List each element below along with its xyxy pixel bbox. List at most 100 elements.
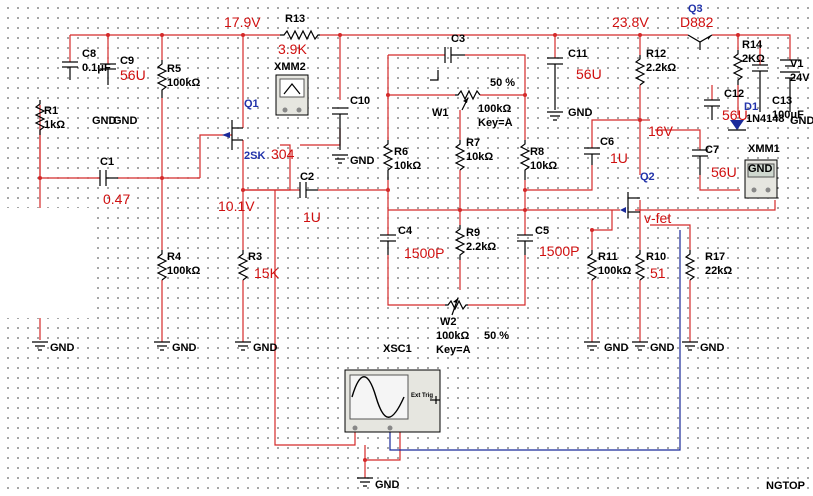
r14-ref: R14 [742, 39, 763, 51]
blank-overlay [0, 208, 92, 318]
q2-ref: Q2 [640, 171, 655, 183]
w2-value: 100kΩ [436, 330, 469, 342]
gnd-label-c11: GND [568, 107, 593, 119]
w1-key: Key=A [478, 117, 513, 129]
annotations: 17.9V 23.8V D882 3.9K 56U 56U 2SK 304 0.… [103, 14, 748, 281]
instruments [275, 74, 778, 433]
semiconductors [222, 34, 800, 218]
gnd-label-r10: GND [650, 342, 675, 354]
w2-key: Key=A [436, 344, 471, 356]
gnd-label-scope: GND [375, 479, 400, 491]
r17-ref: R17 [705, 251, 725, 263]
annotation-d882: D882 [680, 14, 714, 30]
r3-ref: R3 [248, 251, 262, 263]
gnd-label-c9: GND [113, 115, 138, 127]
c8-ref: C8 [82, 48, 96, 60]
d1-ref: D1 [744, 101, 758, 113]
r1-value: 1kΩ [44, 119, 65, 131]
annotation-xmm2-reading: 304 [271, 146, 295, 162]
r5-value: 100kΩ [167, 77, 200, 89]
component-labels: C8 0.1μF C9 R1 1kΩ C1 R5 100kΩ R4 100kΩ … [44, 13, 810, 492]
r7-ref: R7 [466, 137, 480, 149]
annotation-r10-value: 51 [650, 265, 666, 281]
r12-value: 2.2kΩ [646, 62, 676, 74]
capacitors [62, 47, 768, 255]
c2-ref: C2 [300, 171, 314, 183]
q1-ref: Q1 [244, 98, 259, 110]
annotation-v-fet: v-fet [644, 210, 671, 226]
c8-value: 0.1μF [82, 62, 111, 74]
r5-ref: R5 [167, 63, 181, 75]
w1-ref: W1 [432, 107, 449, 119]
d1-value: 1N4148 [746, 113, 785, 125]
transistor-labels: Q1 Q2 Q3 D1 [244, 3, 758, 183]
junction-dots [38, 33, 740, 462]
annotation-r13-value: 3.9K [278, 41, 307, 57]
r12-ref: R12 [646, 48, 666, 60]
annotation-r3-value: 15K [254, 265, 280, 281]
r1-ref: R1 [44, 105, 58, 117]
c13-value: 100μF [772, 109, 804, 121]
r14-value: 2KΩ [742, 53, 765, 65]
annotation-c6-value: 1U [610, 150, 628, 166]
c1-ref: C1 [100, 156, 114, 168]
c13-ref: C13 [772, 95, 792, 107]
v1-value: 24V [790, 72, 810, 84]
r11-ref: R11 [598, 251, 618, 263]
gnd-label-r1: GND [50, 342, 75, 354]
gnd-label-r11: GND [604, 342, 629, 354]
w1-percent: 50 % [490, 77, 515, 89]
resistors [34, 29, 744, 316]
c6-ref: C6 [600, 136, 614, 148]
annotation-c11-value: 56U [576, 66, 602, 82]
gnd-labels: GND GND GND GND GND GND GND GND GND GND … [50, 107, 813, 491]
r8-value: 10kΩ [530, 160, 557, 172]
annotation-10-1v: 10.1V [218, 198, 255, 214]
r10-ref: R10 [646, 251, 666, 263]
gnd-label-r4: GND [172, 342, 197, 354]
c7-ref: C7 [705, 144, 719, 156]
annotation-c9-value: 56U [120, 67, 146, 83]
annotation-c2-value: 1U [303, 209, 321, 225]
gnd-label-r3: GND [253, 342, 278, 354]
w2-ref: W2 [440, 316, 457, 328]
annotation-c4-value: 1500P [404, 245, 444, 261]
gnd-label-c8: GND [92, 115, 117, 127]
annotation-16v: 16V [648, 123, 674, 139]
r8-ref: R8 [530, 146, 544, 158]
r17-value: 22kΩ [705, 265, 732, 277]
r9-value: 2.2kΩ [466, 241, 496, 253]
gnd-label-xmm1: GND [748, 163, 773, 175]
c9-ref: C9 [120, 55, 134, 67]
xsc1-trig: Ext Trig [411, 393, 433, 399]
v1-ref: V1 [790, 58, 803, 70]
r6-ref: R6 [394, 146, 408, 158]
c3-ref: C3 [451, 33, 465, 45]
gnd-label-c10: GND [350, 155, 375, 167]
gnd-label-r17: GND [700, 342, 725, 354]
footer-ngtop: NGTOP [766, 480, 805, 492]
annotation-c7-value: 56U [711, 164, 737, 180]
xmm1-ref: XMM1 [748, 143, 780, 155]
xsc1-ref: XSC1 [383, 343, 412, 355]
q3-ref: Q3 [688, 3, 703, 15]
r13-ref: R13 [285, 13, 305, 25]
c11-ref: C11 [568, 48, 588, 60]
w1-value: 100kΩ [478, 103, 511, 115]
r11-value: 100kΩ [598, 265, 631, 277]
c12-ref: C12 [724, 88, 744, 100]
r4-ref: R4 [167, 251, 182, 263]
annotation-17-9v: 17.9V [224, 14, 261, 30]
c5-ref: C5 [535, 225, 549, 237]
c10-ref: C10 [350, 95, 370, 107]
annotation-c5-value: 1500P [539, 243, 579, 259]
c4-ref: C4 [398, 225, 413, 237]
annotation-c1-value: 0.47 [103, 191, 130, 207]
annotation-23-8v: 23.8V [612, 14, 649, 30]
r9-ref: R9 [466, 227, 480, 239]
scope-probe-wire [389, 230, 681, 451]
ground-symbols [32, 111, 698, 487]
annotation-q1-2sk: 2SK [244, 150, 265, 162]
r6-value: 10kΩ [394, 160, 421, 172]
